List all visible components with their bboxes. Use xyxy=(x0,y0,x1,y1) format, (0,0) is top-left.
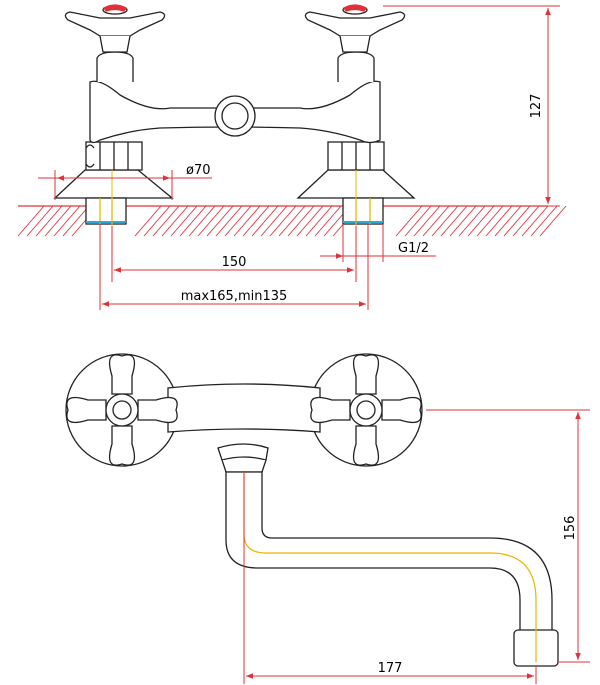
hatch-line xyxy=(395,205,423,237)
hatch-line xyxy=(539,205,567,237)
label-adjust-range: max165,min135 xyxy=(181,289,288,304)
right-valve-neck xyxy=(337,51,375,82)
left-valve-neck xyxy=(96,51,134,82)
hatch-line xyxy=(269,205,297,237)
left-handle-cap xyxy=(103,4,127,12)
hatch-line xyxy=(215,205,243,237)
hatch-line xyxy=(476,205,504,237)
hatch-line xyxy=(242,205,270,237)
hatch-line xyxy=(260,205,288,237)
hatch-line xyxy=(152,205,180,237)
left-nut xyxy=(85,141,143,171)
outlet-union xyxy=(217,443,269,473)
hatch-line xyxy=(521,205,549,237)
right-inlet-pipe xyxy=(342,197,384,225)
hatch-line xyxy=(449,205,477,237)
right-nut xyxy=(327,141,385,171)
hatch-line xyxy=(422,205,450,237)
hatch-line xyxy=(530,205,558,237)
hatch-line xyxy=(467,205,495,237)
label-thread: G1/2 xyxy=(398,241,429,256)
wall-hatch xyxy=(17,205,567,237)
hatch-line xyxy=(26,205,54,237)
hatch-line xyxy=(206,205,234,237)
hatch-line xyxy=(35,205,63,237)
label-height-127: 127 xyxy=(529,94,544,119)
label-height-156: 156 xyxy=(563,516,578,541)
hatch-line xyxy=(161,205,189,237)
hatch-line xyxy=(404,205,432,237)
left-inlet-pipe xyxy=(85,197,127,225)
right-cross-handle xyxy=(304,5,406,53)
hatch-line xyxy=(53,205,81,237)
hatch-line xyxy=(197,205,225,237)
hatch-line xyxy=(440,205,468,237)
hatch-line xyxy=(224,205,252,237)
front-dimensions xyxy=(38,5,560,310)
hatch-line xyxy=(413,205,441,237)
left-flange xyxy=(53,169,174,199)
label-diameter-70: ø70 xyxy=(186,163,211,178)
hatch-line xyxy=(170,205,198,237)
body-bar xyxy=(167,383,321,433)
hatch-line xyxy=(431,205,459,237)
spout-axis xyxy=(243,472,537,662)
hatch-line xyxy=(314,205,342,237)
hatch-line xyxy=(458,205,486,237)
right-handle-cap xyxy=(343,4,367,12)
hatch-line xyxy=(179,205,207,237)
front-view xyxy=(17,4,567,237)
left-cross-top xyxy=(66,354,178,466)
hatch-line xyxy=(296,205,324,237)
hatch-line xyxy=(134,205,162,237)
hatch-line xyxy=(278,205,306,237)
hatch-line xyxy=(305,205,333,237)
left-cross-handle xyxy=(64,5,166,53)
hatch-line xyxy=(17,205,45,237)
hatch-line xyxy=(188,205,216,237)
hatch-line xyxy=(233,205,261,237)
hatch-line xyxy=(143,205,171,237)
hatch-line xyxy=(494,205,522,237)
hatch-line xyxy=(485,205,513,237)
outlet-ring-inner xyxy=(221,102,249,130)
hatch-line xyxy=(251,205,279,237)
hatch-line xyxy=(503,205,531,237)
hatch-line xyxy=(62,205,90,237)
hatch-line xyxy=(287,205,315,237)
top-view xyxy=(65,353,559,667)
outlet-ring-outer xyxy=(214,95,256,137)
label-distance-150: 150 xyxy=(222,255,247,270)
hatch-line xyxy=(512,205,540,237)
hatch-line xyxy=(44,205,72,237)
right-cross-top xyxy=(310,354,422,466)
label-reach-177: 177 xyxy=(378,661,403,676)
top-dimensions xyxy=(243,409,590,684)
